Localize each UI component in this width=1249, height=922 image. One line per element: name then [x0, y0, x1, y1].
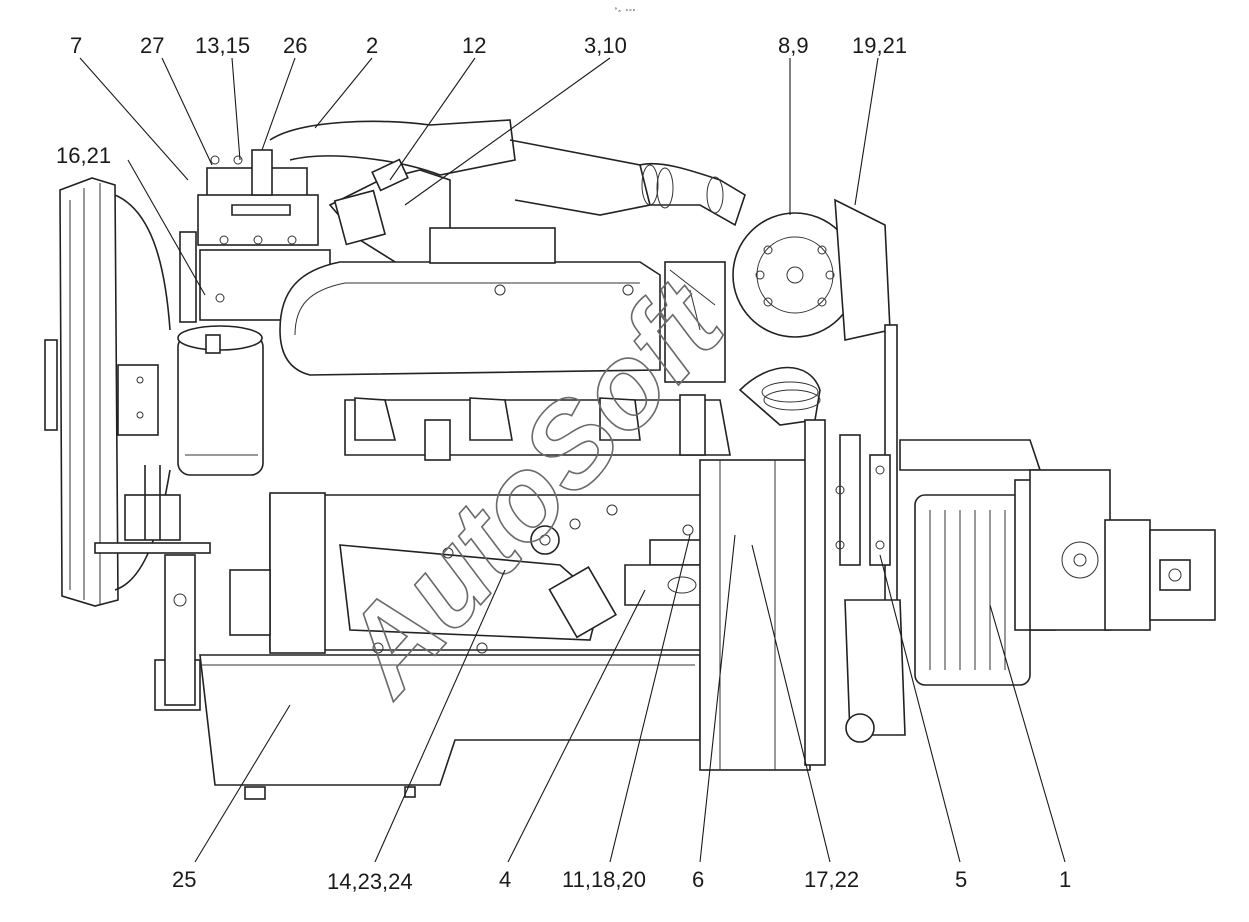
cooling-fan	[44, 177, 171, 607]
leader-27	[161, 57, 213, 166]
leader-7	[79, 57, 189, 181]
callout-19-21: 19,21	[852, 33, 907, 58]
leader-19-21	[854, 57, 879, 206]
callout-16-21: 16,21	[56, 143, 111, 168]
callout-12: 12	[462, 33, 486, 58]
engine-drawing	[44, 119, 1216, 800]
intake-hose	[269, 119, 746, 227]
callout-6: 6	[692, 867, 704, 892]
callout-17-22: 17,22	[804, 867, 859, 892]
flywheel-housing	[699, 419, 826, 771]
leader-25	[194, 704, 291, 863]
cylinder-head	[279, 227, 726, 383]
callout-11-18-20: 11,18,20	[562, 867, 646, 892]
leader-2	[314, 57, 373, 129]
callout-2: 2	[366, 33, 378, 58]
fan-bracket	[94, 465, 211, 706]
engine-block	[229, 492, 721, 654]
callout-3-10: 3,10	[584, 33, 627, 58]
leader-16-21	[127, 159, 206, 296]
leader-26	[261, 57, 296, 151]
leader-11-18-20	[609, 534, 691, 863]
leader-4	[507, 589, 646, 863]
exhaust-manifold	[344, 394, 731, 461]
callout-8-9: 8,9	[778, 33, 809, 58]
header-mark: °ₐ ∘∘∘	[614, 7, 636, 14]
leader-14-23-24	[374, 569, 506, 863]
leader-1	[989, 604, 1066, 863]
callout-5: 5	[955, 867, 967, 892]
leader-3-10	[404, 57, 611, 206]
coupling	[835, 434, 1042, 743]
hydraulic-pump	[1029, 469, 1216, 631]
leader-17-22	[751, 544, 831, 863]
callout-1: 1	[1059, 867, 1071, 892]
callout-25: 25	[172, 867, 196, 892]
callout-13-15: 13,15	[195, 33, 250, 58]
leader-lines	[79, 57, 1066, 863]
leader-13-15	[231, 57, 241, 161]
oil-filter	[177, 325, 264, 476]
callout-4: 4	[499, 867, 511, 892]
callout-labels: 7 27 13,15 26 2 12 3,10 8,9 19,21 16,21 …	[56, 33, 1071, 894]
callout-27: 27	[140, 33, 164, 58]
callout-26: 26	[283, 33, 307, 58]
callout-14-23-24: 14,23,24	[327, 869, 413, 894]
leader-5	[879, 554, 961, 863]
callout-7: 7	[70, 33, 82, 58]
leader-6	[699, 534, 736, 863]
leader-12	[389, 57, 476, 181]
